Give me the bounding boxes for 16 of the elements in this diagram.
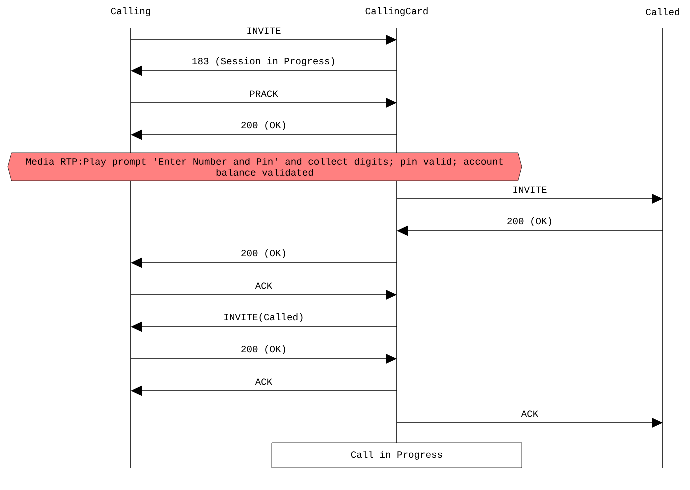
message-label: 200 (OK) [506,217,554,227]
message-label: 200 (OK) [240,345,288,355]
state-box: Call in Progress [272,442,522,468]
message-label: ACK [520,410,540,418]
participant-label: Calling [111,8,150,16]
message-label: INVITE [512,186,548,194]
message-label: ACK [254,378,274,386]
message-label: ACK [254,282,274,290]
participant-label: Called [646,8,680,16]
participant-label: CallingCard [366,8,428,16]
message-label: INVITE(Called) [223,313,305,323]
message-label: 200 (OK) [240,249,288,259]
message-label: INVITE [246,27,282,35]
message-label: 200 (OK) [240,121,288,131]
message-label: PRACK [249,90,279,98]
message-label: 183 (Session in Progress) [192,57,337,67]
